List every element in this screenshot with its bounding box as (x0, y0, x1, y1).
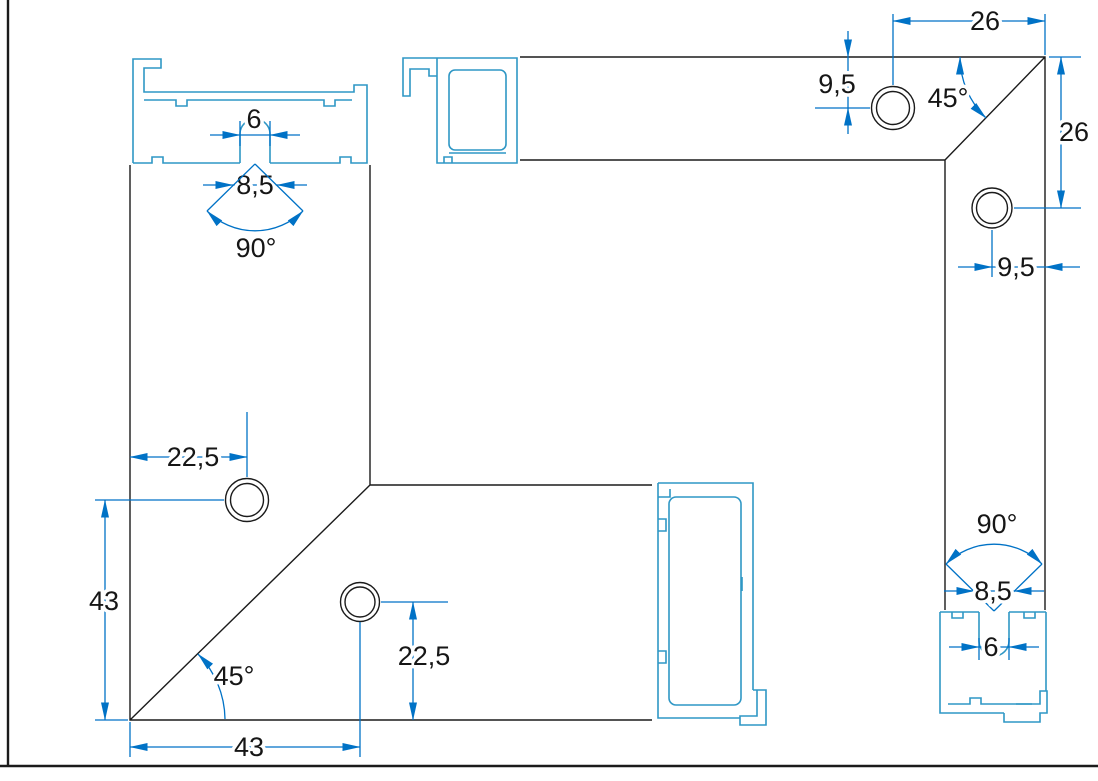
dimension-left-miter-angle: 45° (197, 653, 258, 720)
profile-inner-cavity (448, 69, 507, 151)
dimension-label: 6 (983, 632, 998, 662)
dimension-right-countersink: 8,5 (944, 573, 1044, 610)
right-hole-1-inner (875, 90, 911, 126)
angle-arc (956, 56, 987, 119)
dimension-right-countersink-angle: 90° (945, 506, 1043, 612)
dimension-label: 26 (1059, 117, 1089, 147)
angle-arc (197, 653, 226, 720)
dimension-left-hole2-from-bottom: 22,5 (381, 601, 454, 721)
profile-hook (402, 57, 437, 97)
dimension-label: 90° (236, 233, 277, 263)
extension-line (95, 499, 224, 721)
left-hole-2-outer (339, 581, 381, 623)
left-hole-2-inner (344, 586, 376, 618)
profile-cross-section-bottom-middle (657, 482, 767, 726)
profile-cross-section-top-middle (402, 57, 518, 164)
dimension-left-slot-width: 6 (210, 101, 300, 146)
left-piece-outline (129, 165, 652, 721)
right-piece-outline (520, 56, 1046, 610)
dimension-label: 9,5 (997, 252, 1035, 282)
dimension-label: 43 (89, 586, 119, 616)
dimension-label: 26 (970, 6, 1000, 36)
dimension-left-countersink-angle: 90° (206, 163, 304, 267)
dimension-label: 45° (214, 661, 255, 691)
angle-arc (945, 543, 1043, 565)
profile-cross-section-bottom-right (939, 611, 1048, 723)
angle-arc (206, 210, 304, 232)
profile-outline (436, 57, 518, 164)
dimension-right-hole1-from-corner: 26 (892, 3, 1046, 85)
dimension-left-hole1-from-left: 22,5 (129, 412, 248, 477)
right-hole-1-outer (870, 85, 916, 131)
left-hole-1-outer (224, 477, 270, 523)
right-hole-2-outer (971, 187, 1013, 229)
dimension-right-hole2-from-top: 26 (1014, 56, 1093, 209)
dimension-label: 6 (246, 104, 261, 134)
left-hole-1-inner (229, 482, 265, 518)
dimension-left-countersink: 8,5 (203, 167, 307, 204)
right-hole-2-inner (975, 191, 1009, 225)
profile-outline (132, 58, 368, 164)
dimension-right-slot-width: 6 (949, 629, 1039, 666)
dimension-label: 22,5 (167, 442, 220, 472)
dimension-left-hole2-from-left: 43 (129, 622, 361, 766)
profile-outline (657, 482, 754, 719)
dimension-label: 8,5 (974, 576, 1012, 606)
dimension-label: 8,5 (236, 170, 274, 200)
dimension-label: 90° (977, 509, 1018, 539)
dimension-right-hole2-from-right: 9,5 (958, 230, 1080, 286)
dimension-label: 45° (928, 83, 969, 113)
profile-hook (739, 689, 767, 726)
profile-inner-wall (144, 99, 352, 107)
dimension-left-hole1-from-bottom: 43 (85, 499, 224, 721)
profile-hook (1003, 690, 1048, 723)
angle-leg-line (206, 163, 304, 212)
extension-line (129, 622, 361, 757)
profile-detail (443, 152, 506, 163)
profile-outline (939, 611, 1047, 714)
dimension-label: 9,5 (818, 69, 856, 99)
dimension-label: 43 (234, 732, 264, 762)
extension-line (1014, 56, 1081, 209)
right-corner-piece (520, 56, 1046, 610)
dimension-label: 22,5 (398, 641, 451, 671)
dimension-right-hole1-from-top: 9,5 (815, 31, 870, 134)
profile-detail (658, 489, 743, 664)
profile-inner-cavity (668, 496, 742, 706)
dimension-right-miter-angle: 45° (924, 56, 987, 119)
left-corner-piece (129, 58, 652, 721)
profile-detail (948, 612, 1036, 705)
